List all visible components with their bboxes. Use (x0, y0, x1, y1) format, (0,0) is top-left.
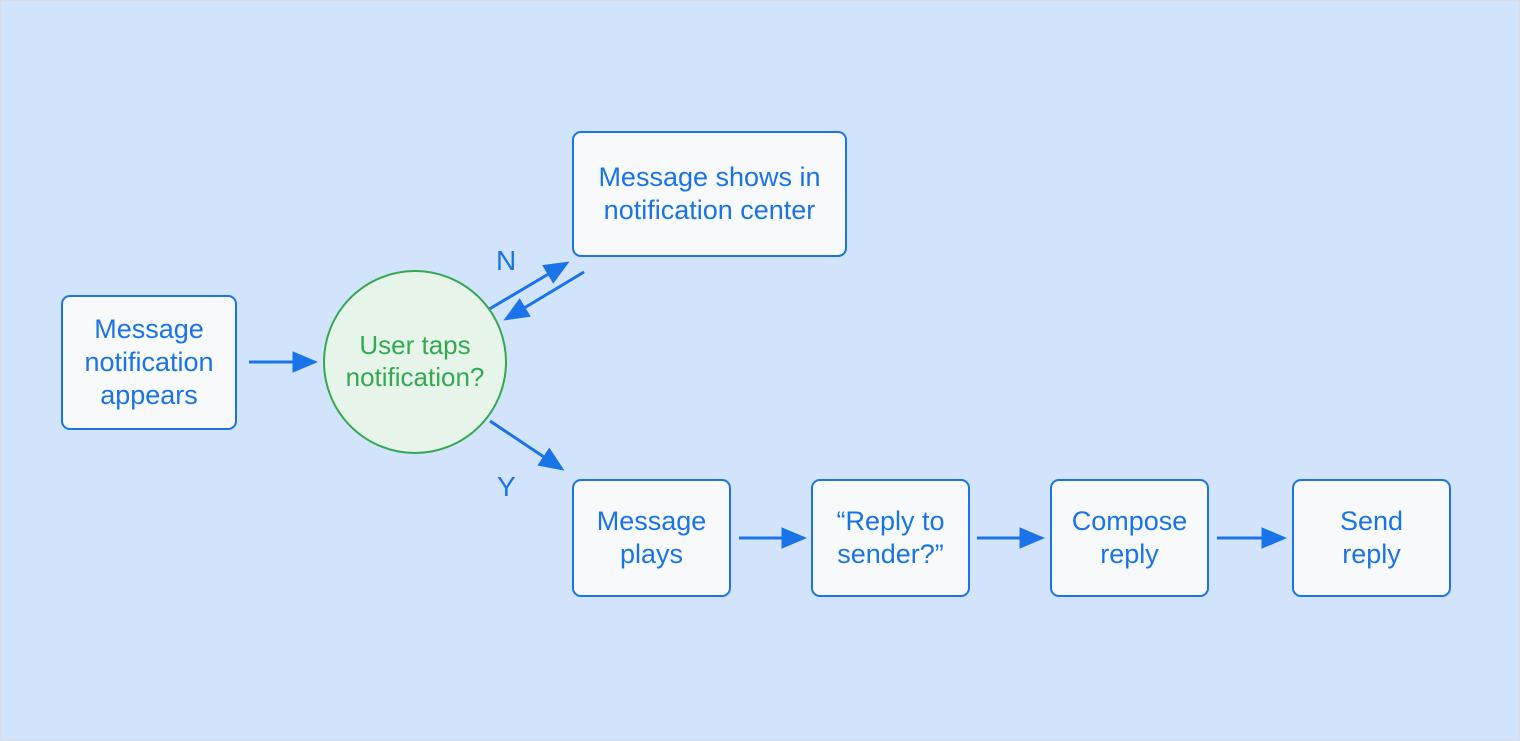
edge-notification-center-to-decision (503, 270, 585, 321)
node-label: Message shows in notification center (598, 162, 821, 225)
node-user-taps-notification[interactable]: User taps notification? (323, 270, 507, 454)
node-label: User taps notification? (345, 330, 485, 392)
node-message-shows-in-notification-center[interactable]: Message shows in notification center (572, 131, 847, 257)
node-reply-to-sender[interactable]: “Reply to sender?” (811, 479, 970, 597)
node-label: “Reply to sender?” (836, 506, 945, 569)
node-label: Message plays (596, 506, 707, 569)
edge-label-yes: Y (497, 471, 516, 502)
node-label: Message notification appears (84, 314, 214, 410)
node-message-plays[interactable]: Message plays (572, 479, 731, 597)
node-message-notification-appears[interactable]: Message notification appears (61, 295, 237, 430)
edge-label-no: N (496, 245, 517, 276)
node-send-reply[interactable]: Send reply (1292, 479, 1451, 597)
edge-decision-to-message-plays (489, 419, 565, 471)
node-label: Send reply (1339, 506, 1404, 569)
node-label: Compose reply (1071, 506, 1188, 569)
node-compose-reply[interactable]: Compose reply (1050, 479, 1209, 597)
